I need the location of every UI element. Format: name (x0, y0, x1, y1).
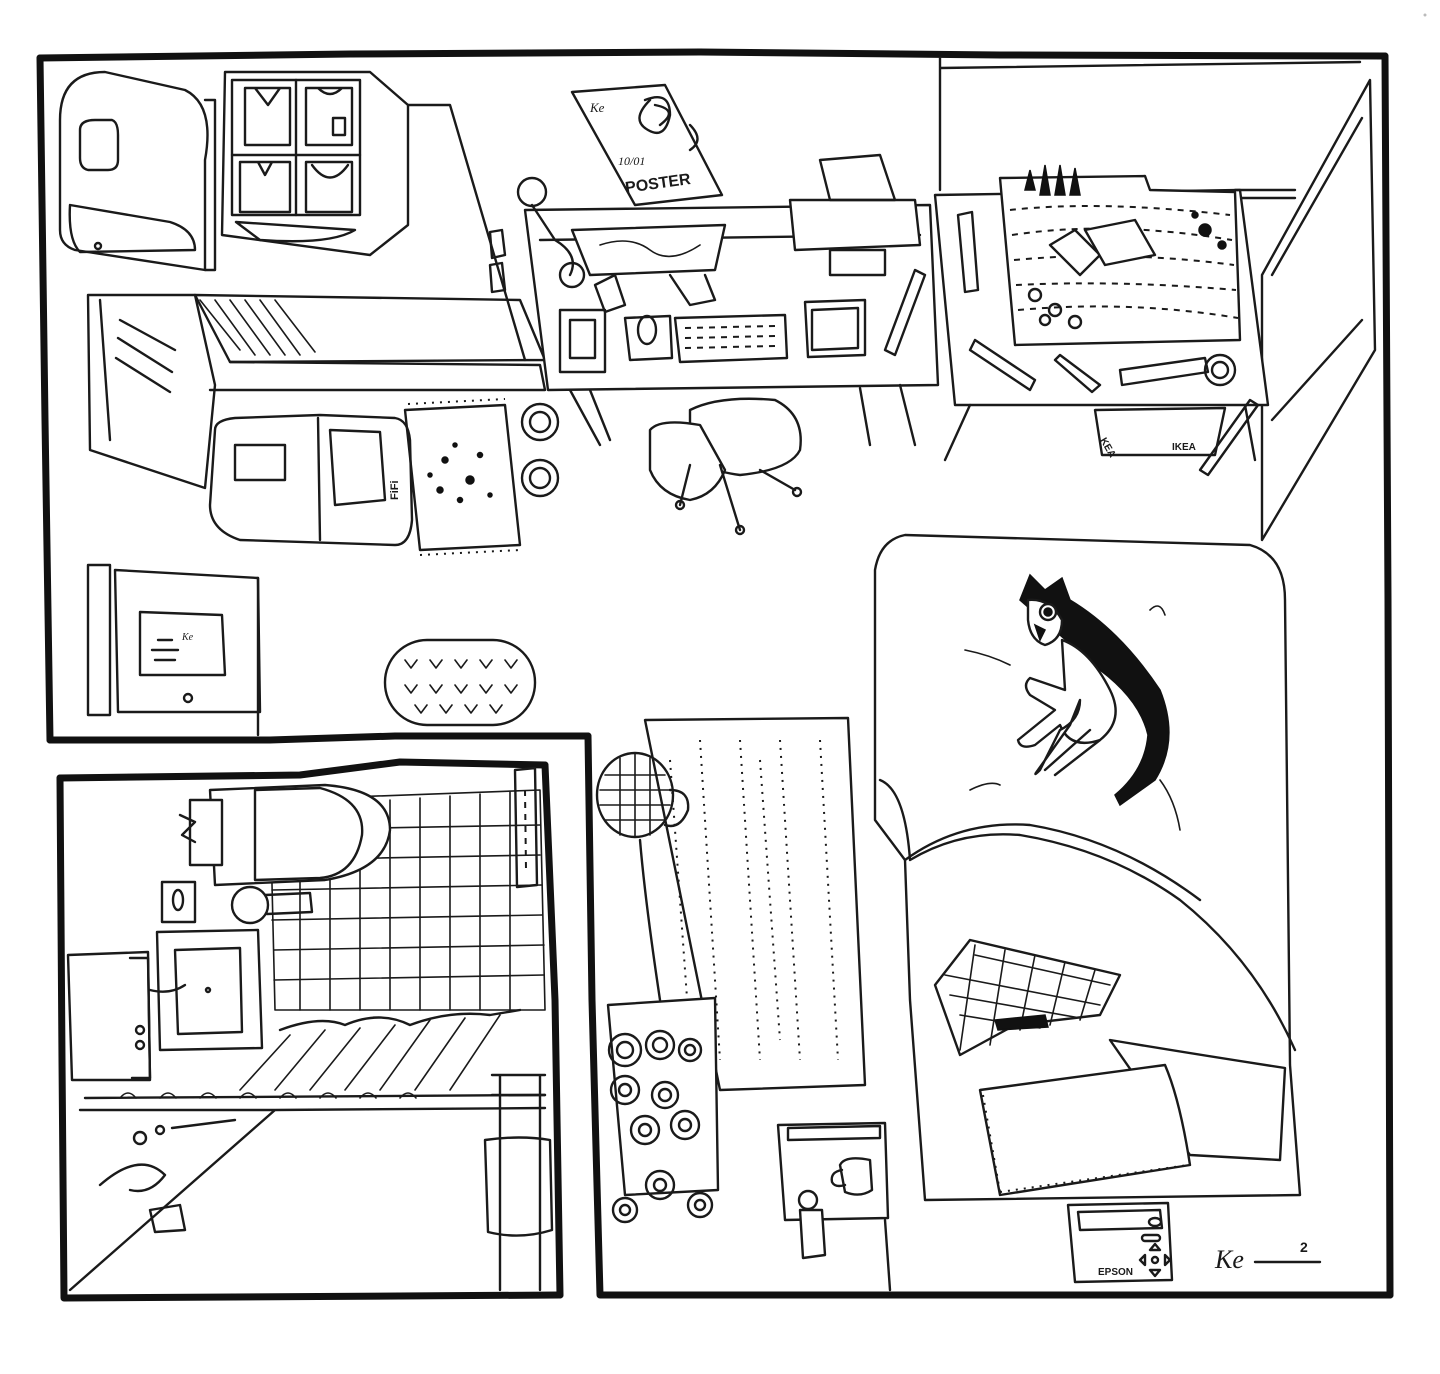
clothes-shelf (220, 70, 527, 362)
paper-speck (1423, 13, 1427, 17)
office-chair (648, 397, 803, 536)
nightstand (776, 1121, 892, 1292)
poster-scribble: Ke (589, 100, 605, 115)
ikea-box: IKEA KEA (1093, 398, 1260, 477)
poster: Ke 10/01 POSTER (570, 83, 724, 207)
box-brand: IKEA (1172, 442, 1196, 453)
floor-tiles (269, 789, 546, 1011)
sheet-wrinkles (964, 605, 1181, 831)
bed (873, 533, 1302, 1202)
signature-superscript: 2 (1300, 1239, 1308, 1255)
computer-desk (488, 153, 940, 447)
spotted-rug (403, 398, 522, 556)
entry-door: Ke (86, 563, 262, 737)
pet-bowls (520, 402, 560, 498)
signature-text: Ke (1214, 1245, 1244, 1274)
doormat (383, 638, 537, 727)
dryer-mark: FiFi (389, 480, 401, 500)
epson-printer: EPSON (1066, 1201, 1174, 1284)
poster-rolls (606, 996, 720, 1224)
artist-signature: Ke 2 (1214, 1239, 1322, 1274)
walls (36, 48, 1394, 1302)
drafting-table (933, 164, 1270, 462)
poster-date: 10/01 (618, 154, 645, 168)
bathroom (66, 766, 554, 1292)
bedroom-rug (643, 716, 867, 1092)
cat (1016, 573, 1170, 807)
fan (595, 751, 690, 1002)
printer-brand: EPSON (1098, 1267, 1133, 1278)
dryer: FiFi (208, 413, 414, 547)
door-poster-scribble: Ke (181, 632, 194, 643)
window (938, 56, 1377, 542)
wardrobe (58, 70, 217, 272)
